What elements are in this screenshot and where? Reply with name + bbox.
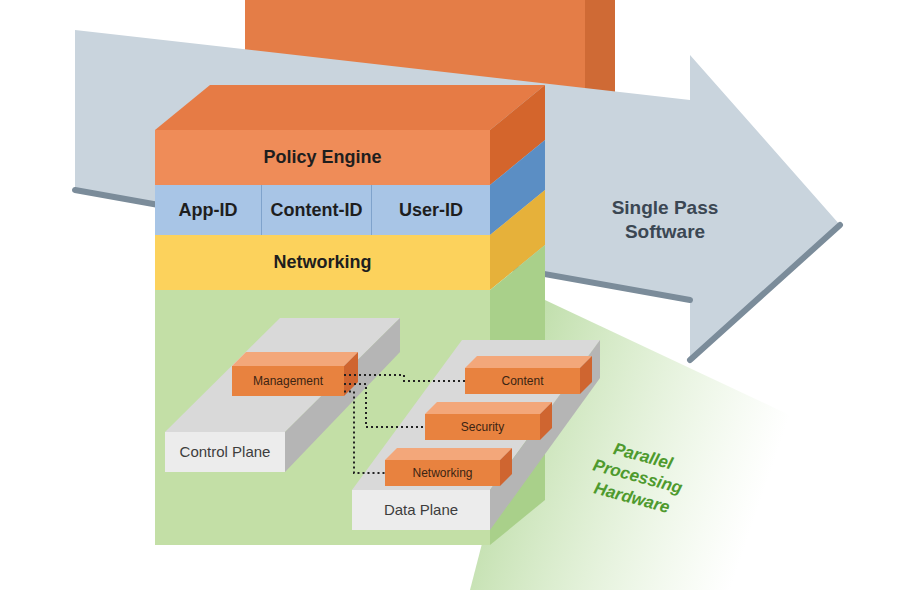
- process-box: App-ID: [155, 185, 262, 235]
- node-label: Content-ID: [271, 199, 363, 222]
- back-block-side: [585, 0, 615, 100]
- node-label: Data Plane: [384, 501, 458, 520]
- process-box: Policy Engine: [155, 130, 490, 185]
- node-label: Networking: [412, 466, 472, 481]
- node-label: Single Pass Software: [595, 196, 735, 244]
- shape-face: [352, 490, 490, 530]
- node-label: User-ID: [399, 199, 463, 222]
- text-area: Policy Engine: [155, 130, 490, 185]
- block-side-face: [580, 356, 592, 394]
- text-area: Management: [232, 366, 344, 396]
- text-area: Content: [465, 368, 580, 394]
- node-label: Management: [253, 374, 323, 389]
- block-top-face: [425, 402, 552, 414]
- dotted-connector: [344, 392, 385, 474]
- text-area: Control Plane: [165, 432, 285, 472]
- process-box: Management: [232, 366, 344, 396]
- process-box: Content: [465, 368, 580, 394]
- node-label: App-ID: [179, 199, 238, 222]
- shape-edge: [690, 225, 840, 360]
- hardware-region: Parallel Processing Hardware Control Plan…: [150, 290, 860, 590]
- block-top-face: [385, 448, 512, 460]
- block-top-face: [232, 352, 358, 366]
- process-box: Networking: [155, 235, 490, 290]
- node-label: Networking: [273, 251, 371, 274]
- process-box: Security: [425, 414, 540, 440]
- outline-group: [155, 245, 800, 590]
- data-plane: Data Plane ContentSecurityNetworking: [350, 330, 605, 535]
- process-box: Content-ID: [262, 185, 372, 235]
- process-box: User-ID: [372, 185, 490, 235]
- control-plane: Control Plane Management: [165, 315, 405, 475]
- block-top-face: [465, 356, 592, 368]
- block-side-face: [500, 448, 512, 486]
- text-area: Networking: [155, 235, 490, 290]
- node-label: Content: [501, 374, 543, 389]
- text-area: Data Plane: [352, 490, 490, 530]
- node-label: Parallel Processing Hardware: [569, 430, 706, 524]
- connector-layer: [150, 290, 860, 590]
- process-box: Networking: [385, 460, 500, 486]
- node-label: Security: [461, 420, 504, 435]
- node-label: Policy Engine: [263, 146, 381, 169]
- text-area: Security: [425, 414, 540, 440]
- dotted-connector: [344, 375, 465, 381]
- text-area: App-ID: [155, 185, 261, 235]
- hardware-region-outline: [150, 290, 860, 590]
- policy-top-face: [155, 85, 545, 130]
- block-side-face: [540, 402, 552, 440]
- text-area: User-ID: [372, 185, 490, 235]
- node-label: Control Plane: [180, 443, 271, 462]
- text-area: Networking: [385, 460, 500, 486]
- text-area: Content-ID: [262, 185, 371, 235]
- dotted-connector: [344, 384, 425, 427]
- shape-face: [165, 432, 285, 472]
- text-area: Single Pass Software: [595, 178, 735, 262]
